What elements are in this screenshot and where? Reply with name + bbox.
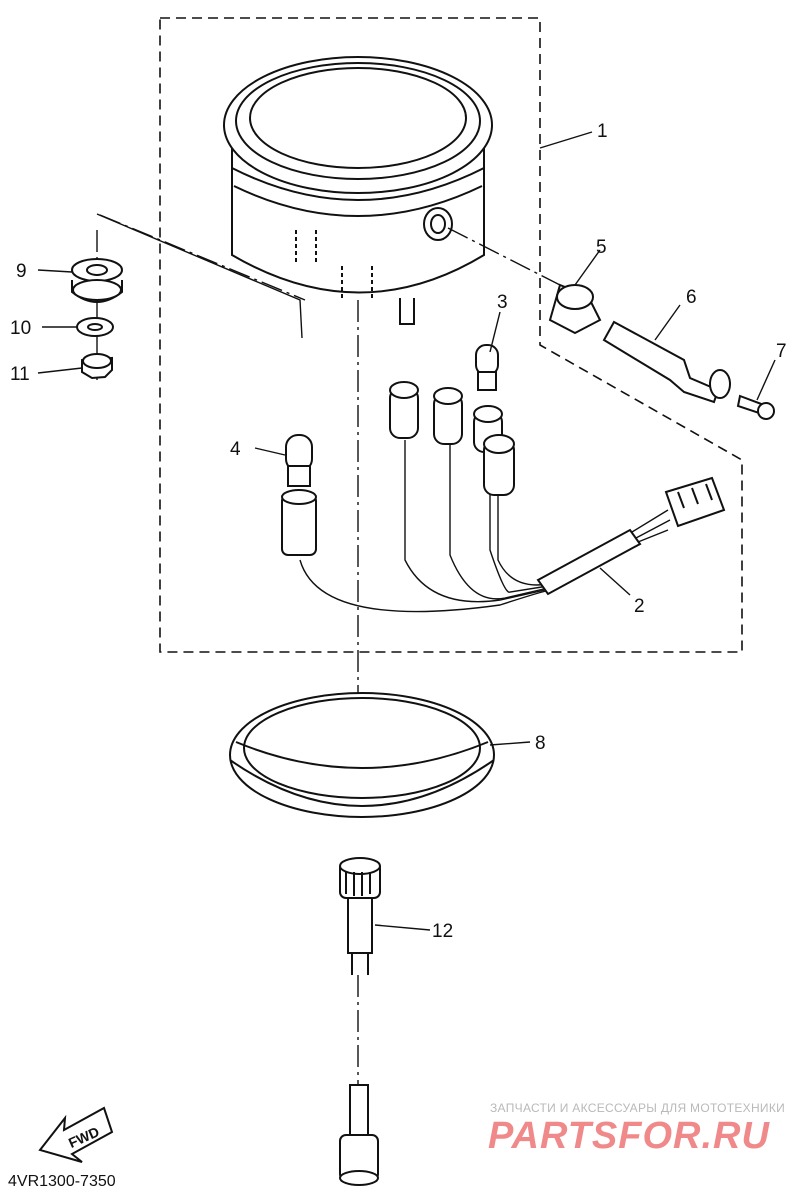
nut [81,353,113,380]
label-part-6: 6 [686,287,697,308]
label-part-3: 3 [497,292,508,313]
harness-coupler [664,476,726,528]
collar [548,283,602,335]
label-part-7: 7 [776,341,787,362]
label-leaders [37,131,776,931]
wire-harness [281,381,726,613]
label-part-2: 2 [634,596,645,617]
harness-sleeve [536,528,642,596]
label-part-8: 8 [535,733,546,754]
socket-left [281,489,317,556]
stay [602,320,731,404]
meter-cushion [229,692,495,818]
assembly-boundary [159,17,743,653]
label-part-1: 1 [597,121,608,142]
meter-housing [223,56,493,325]
mount-bracket [96,213,303,339]
socket-d [483,434,515,496]
bulb-upper [475,344,499,391]
screw [736,394,775,420]
bulb-left [285,434,313,487]
watermark-brand: PARTSFOR.RU [488,1115,770,1157]
watermark-tagline: ЗАПЧАСТИ И АКСЕССУАРЫ ДЛЯ МОТОТЕХНИКИ [490,1101,785,1115]
socket-a [389,381,419,439]
meter-cable [339,857,381,1186]
label-part-11: 11 [10,364,30,385]
diagram-part-number: 4VR1300-7350 [8,1173,116,1190]
label-part-10: 10 [10,318,31,339]
grommet [71,258,123,303]
label-part-12: 12 [432,921,453,942]
label-part-9: 9 [16,261,27,282]
label-part-4: 4 [230,439,241,460]
label-part-5: 5 [596,237,607,258]
fwd-arrow-icon: FWD [38,1106,114,1163]
washer [76,317,114,337]
socket-b [433,387,463,445]
center-line-stay [447,227,561,286]
